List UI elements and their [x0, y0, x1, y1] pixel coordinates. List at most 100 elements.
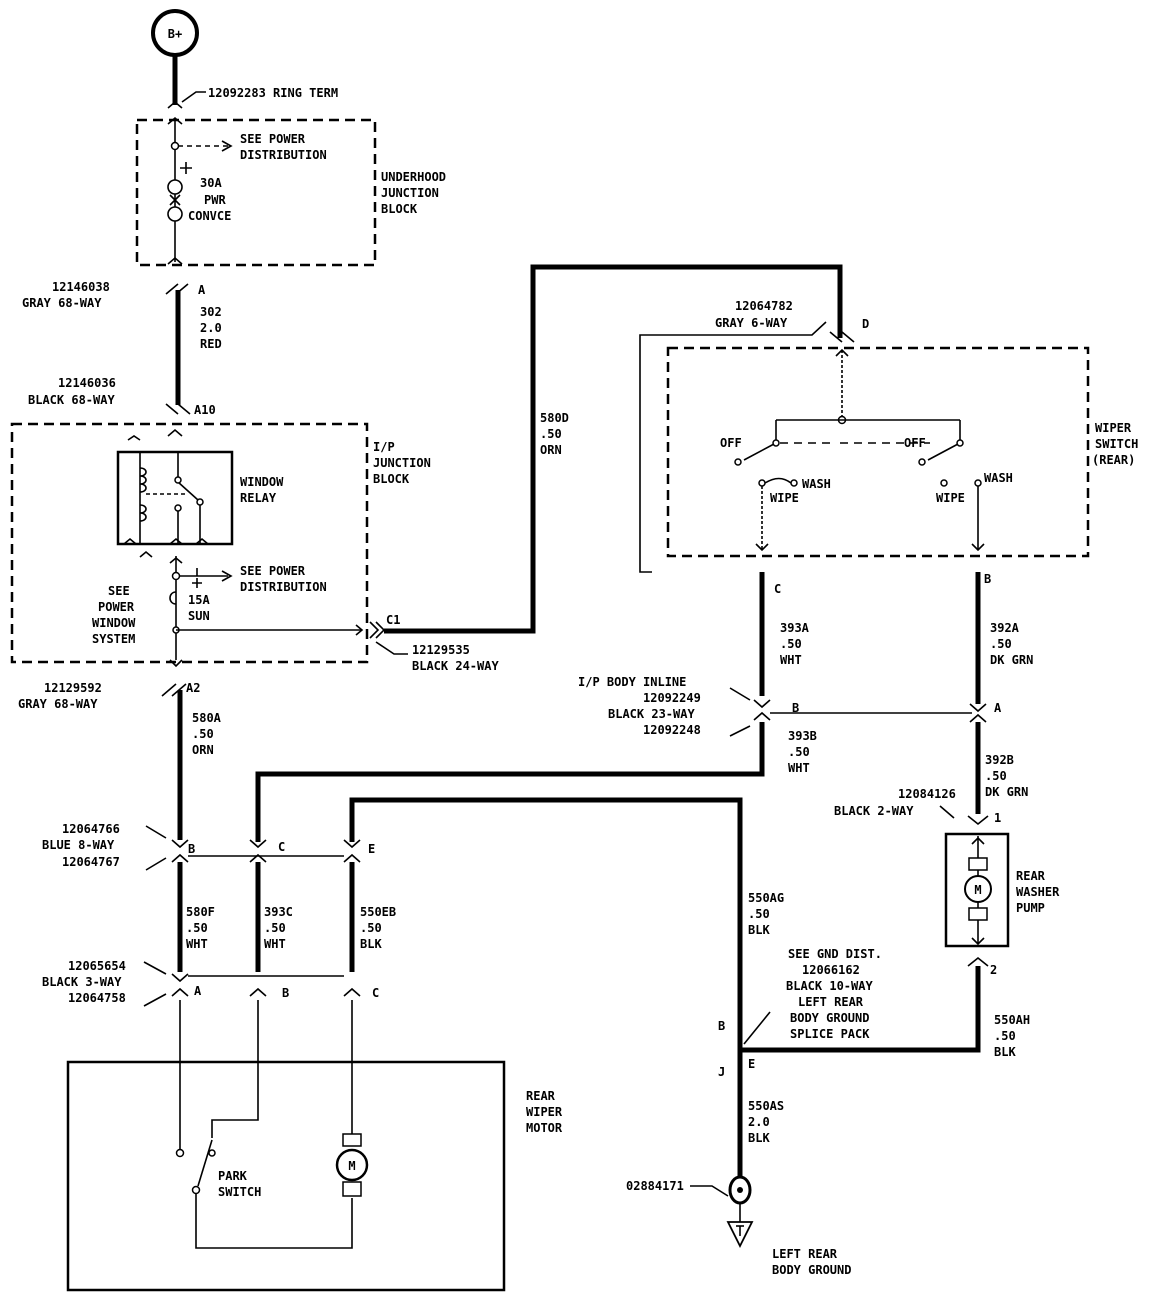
- conn-b8-line-1: 12064766: [62, 822, 120, 836]
- wire-393c-circuit: 393C: [264, 905, 293, 919]
- wire-392a-circuit: 392A: [990, 621, 1020, 635]
- wire-550ag-gauge: .50: [748, 907, 770, 921]
- fuse-15a-name: SUN: [188, 609, 210, 623]
- inline-line-1: I/P BODY INLINE: [578, 675, 686, 689]
- wiper-motor-label: M: [348, 1159, 355, 1173]
- pump-label-3: PUMP: [1016, 901, 1045, 915]
- wire-550ah-circuit: 550AH: [994, 1013, 1030, 1027]
- splice-line-2: 12066162: [802, 963, 860, 977]
- motor-label-3: MOTOR: [526, 1121, 563, 1135]
- wiper-switch-label-2: SWITCH: [1095, 437, 1138, 451]
- park-switch-icon: [175, 1000, 353, 1249]
- a2-pin: A2: [186, 681, 200, 695]
- conn-top-pin-a: A: [198, 283, 206, 297]
- window-relay-box: [116, 450, 234, 546]
- wire-550eb-gauge: .50: [360, 921, 382, 935]
- switch-off-right: OFF: [904, 436, 926, 450]
- splice-line-3: BLACK 10-WAY: [786, 979, 873, 993]
- inline-line-2: 12092249: [643, 691, 701, 705]
- ip-see-power-2: DISTRIBUTION: [240, 580, 327, 594]
- wiper-switch-part: 12064782: [735, 299, 793, 313]
- fuse-30a-icon: [167, 162, 192, 222]
- c1-part: 12129535: [412, 643, 470, 657]
- wire-580a-gauge: .50: [192, 727, 214, 741]
- wiper-switch-box: [666, 346, 1090, 558]
- conn-b8-pin-b: B: [188, 842, 195, 856]
- inline-line-3: BLACK 23-WAY: [608, 707, 695, 721]
- motor-label-2: WIPER: [526, 1105, 563, 1119]
- pump-pin-2: 2: [990, 963, 997, 977]
- wire-393b-circuit: 393B: [788, 729, 817, 743]
- switch-wipe-left: WIPE: [770, 491, 799, 505]
- wire-580f-gauge: .50: [186, 921, 208, 935]
- conn-top-desc-1: GRAY 68-WAY: [22, 296, 102, 310]
- wiper-motor-icon: [335, 1000, 369, 1197]
- ring-term-symbol: [167, 100, 183, 109]
- wire-580d-color: ORN: [540, 443, 562, 457]
- fuse-15a-rating: 15A: [188, 593, 210, 607]
- switch-wipe-right: WIPE: [936, 491, 965, 505]
- battery-label: B+: [168, 27, 182, 41]
- fuse-30a-rating: 30A: [200, 176, 222, 190]
- conn-b8-line-2: BLUE 8-WAY: [42, 838, 115, 852]
- wiper-switch-bracket: [639, 334, 668, 573]
- splice-line-4: LEFT REAR: [798, 995, 864, 1009]
- fuse-30a-name-2: CONVCE: [188, 209, 231, 223]
- wire-550ah: [740, 966, 981, 1053]
- wiper-switch-contacts-icon: [734, 348, 985, 552]
- wire-393a-color: WHT: [780, 653, 802, 667]
- switch-wash-left: WASH: [802, 477, 831, 491]
- ip-junction-block: [10, 422, 369, 664]
- underhood-label-2: JUNCTION: [381, 186, 439, 200]
- ring-term-label: 12092283 RING TERM: [208, 86, 338, 100]
- switch-off-left: OFF: [720, 436, 742, 450]
- switch-wash-right: WASH: [984, 471, 1013, 485]
- wire-550eb-circuit: 550EB: [360, 905, 396, 919]
- wiper-switch-label-1: WIPER: [1095, 421, 1132, 435]
- ip-block-label-2: JUNCTION: [373, 456, 431, 470]
- park-switch-label-2: SWITCH: [218, 1185, 261, 1199]
- wire-580d-circuit: 580D: [540, 411, 569, 425]
- wire-580a-color: ORN: [192, 743, 214, 757]
- wire-392b-gauge: .50: [985, 769, 1007, 783]
- a2-desc: GRAY 68-WAY: [18, 697, 98, 711]
- wire-393c-gauge: .50: [264, 921, 286, 935]
- see-window-1: SEE: [108, 584, 130, 598]
- wire-392b-color: DK GRN: [985, 785, 1028, 799]
- wire-580f-color: WHT: [186, 937, 208, 951]
- fuse-15a-icon: [169, 591, 177, 605]
- window-relay-icon: [123, 452, 209, 545]
- wire-393b: [255, 722, 765, 842]
- rear-wiper-motor-box: [66, 1060, 506, 1292]
- wire-550as-gauge: 2.0: [748, 1115, 770, 1129]
- underhood-junction-block: [135, 118, 377, 267]
- conn-b3-pin-b: B: [282, 986, 289, 1000]
- wire-580d-gauge: .50: [540, 427, 562, 441]
- washer-motor-icon: [964, 836, 992, 946]
- wire-302-circuit: 302: [200, 305, 222, 319]
- wire-393b-gauge: .50: [788, 745, 810, 759]
- conn-b8-pin-e: E: [368, 842, 375, 856]
- wiper-switch-label-3: (REAR): [1092, 453, 1135, 467]
- wire-580a-circuit: 580A: [192, 711, 222, 725]
- see-window-4: SYSTEM: [92, 632, 135, 646]
- conn-b3-line-3: 12064758: [68, 991, 126, 1005]
- conn-b3-pin-a: A: [194, 984, 202, 998]
- conn-b3-pin-c: C: [372, 986, 379, 1000]
- ip-see-power-1: SEE POWER: [240, 564, 306, 578]
- splice-line-6: SPLICE PACK: [790, 1027, 870, 1041]
- wiper-switch-pin-d: D: [862, 317, 869, 331]
- c1-desc: BLACK 24-WAY: [412, 659, 499, 673]
- wiper-switch-desc: GRAY 6-WAY: [715, 316, 788, 330]
- fuse-30a-name-1: PWR: [204, 193, 226, 207]
- window-relay-label-2: RELAY: [240, 491, 277, 505]
- wire-580d: [384, 264, 843, 634]
- ground-part: 02884171: [626, 1179, 684, 1193]
- switch-pin-c: C: [774, 582, 781, 596]
- underhood-label-1: UNDERHOOD: [381, 170, 446, 184]
- park-switch-label-1: PARK: [218, 1169, 248, 1183]
- wire-302-gauge: 2.0: [200, 321, 222, 335]
- wire-550eb-color: BLK: [360, 937, 382, 951]
- ground-terminal-icon: [726, 1175, 754, 1249]
